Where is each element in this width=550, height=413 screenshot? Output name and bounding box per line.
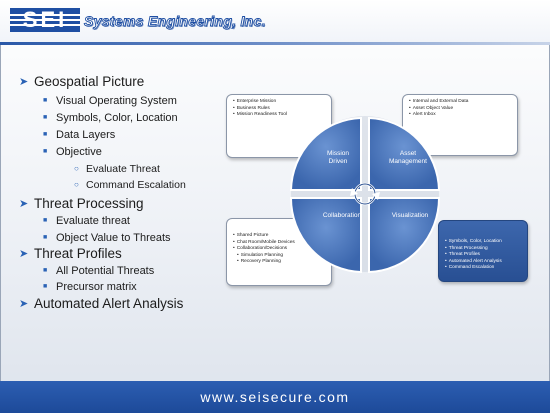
quadrant-label-mission: Mission Driven — [316, 150, 360, 166]
callout-item: Automated Alert Analysis — [445, 259, 521, 266]
quadrant-label-line: Mission — [326, 150, 350, 157]
callout-item: Alert Inbox — [409, 112, 511, 119]
bullet-threat-profiles: ➤ Threat Profiles — [19, 246, 122, 261]
callout-item: Business Rules — [233, 106, 325, 113]
bullet-text: Precursor matrix — [56, 281, 137, 293]
square-bullet-icon: ■ — [43, 267, 48, 274]
bullet-text: Command Escalation — [86, 179, 186, 191]
callout-item: Internal and External Data — [409, 99, 511, 106]
bullet-text: Geospatial Picture — [34, 74, 145, 89]
square-bullet-icon: ■ — [43, 234, 48, 241]
square-bullet-icon: ■ — [43, 148, 48, 155]
quadrant-label-collaboration: Collaboration — [322, 212, 362, 219]
company-name: Systems Engineering, Inc. — [84, 13, 266, 30]
callout-item: Shared Picture — [233, 233, 325, 240]
callout-sub-item: Simulation Planning — [233, 253, 325, 260]
bullet-text: All Potential Threats — [56, 265, 155, 277]
arrow-bullet-icon: ➤ — [19, 298, 29, 310]
callout-item: Threat Profiles — [445, 252, 521, 259]
arrow-bullet-icon: ➤ — [19, 198, 29, 210]
arrow-bullet-icon: ➤ — [19, 248, 29, 260]
callout-sub-item: Recovery Planning — [233, 259, 325, 266]
bullet-visual-operating-system: ■ Visual Operating System — [43, 95, 177, 107]
circle-bullet-icon: ○ — [74, 164, 79, 173]
bullet-text: Symbols, Color, Location — [56, 112, 178, 124]
square-bullet-icon: ■ — [43, 283, 48, 290]
square-bullet-icon: ■ — [43, 97, 48, 104]
callout-item: Mission Readiness Tool — [233, 112, 325, 119]
bullet-text: Objective — [56, 146, 102, 158]
bullet-precursor-matrix: ■ Precursor matrix — [43, 281, 137, 293]
arrow-bullet-icon: ➤ — [19, 76, 29, 88]
callout-item: Command Escalation — [445, 265, 521, 272]
quadrant-visualization — [368, 197, 440, 274]
bullet-symbols-color-location: ■ Symbols, Color, Location — [43, 112, 178, 124]
bullet-text: Evaluate threat — [56, 215, 130, 227]
square-bullet-icon: ■ — [43, 131, 48, 138]
bullet-command-escalation: ○ Command Escalation — [74, 179, 186, 191]
capability-wheel — [290, 116, 440, 274]
callout-item: Asset Object Value — [409, 106, 511, 113]
bullet-evaluate-threat: ○ Evaluate Threat — [74, 163, 160, 175]
quadrant-label-visualization: Visualization — [391, 212, 429, 219]
bullet-text: Evaluate Threat — [86, 163, 160, 175]
quadrant-label-line: Management — [389, 158, 427, 165]
circle-bullet-icon: ○ — [74, 180, 79, 189]
bullet-geospatial-picture: ➤ Geospatial Picture — [19, 74, 145, 89]
bullet-text: Data Layers — [56, 129, 116, 141]
bullet-all-potential-threats: ■ All Potential Threats — [43, 265, 155, 277]
bullet-threat-processing: ➤ Threat Processing — [19, 196, 144, 211]
callout-item: Symbols, Color, Location — [445, 239, 521, 246]
quadrant-label-line: Driven — [328, 158, 348, 165]
bullet-object-value: ■ Object Value to Threats — [43, 232, 171, 244]
quadrant-mission-driven — [290, 116, 362, 191]
bullet-objective: ■ Objective — [43, 146, 102, 158]
bullet-text: Threat Profiles — [34, 246, 122, 261]
callout-item: Collaboration/Decisions — [233, 246, 325, 253]
bullet-automated-alert-analysis: ➤ Automated Alert Analysis — [19, 296, 184, 311]
callout-item: Threat Processing — [445, 246, 521, 253]
header-divider — [0, 42, 550, 45]
callout-item: Enterprise Mission — [233, 99, 325, 106]
callout-item: Chat Room/Mobile Devices — [233, 240, 325, 247]
header-bar: SEI Systems Engineering, Inc. — [0, 0, 550, 42]
quadrant-collaboration — [290, 197, 362, 274]
quadrant-label-asset: Asset Management — [382, 150, 434, 166]
quadrant-asset-management — [368, 116, 440, 191]
bullet-text: Threat Processing — [34, 196, 144, 211]
bullet-evaluate-threat-lc: ■ Evaluate threat — [43, 215, 130, 227]
quadrant-label-line: Asset — [399, 150, 417, 157]
bullet-text: Automated Alert Analysis — [34, 296, 184, 311]
footer-bar: www.seisecure.com — [0, 381, 550, 413]
website-url[interactable]: www.seisecure.com — [200, 389, 350, 405]
bullet-text: Visual Operating System — [56, 95, 177, 107]
callout-visualization: Symbols, Color, Location Threat Processi… — [438, 220, 528, 282]
square-bullet-icon: ■ — [43, 217, 48, 224]
bullet-text: Object Value to Threats — [56, 232, 171, 244]
sei-logo: SEI — [10, 8, 80, 32]
cycle-arrows-icon — [350, 182, 380, 206]
square-bullet-icon: ■ — [43, 114, 48, 121]
bullet-data-layers: ■ Data Layers — [43, 129, 116, 141]
